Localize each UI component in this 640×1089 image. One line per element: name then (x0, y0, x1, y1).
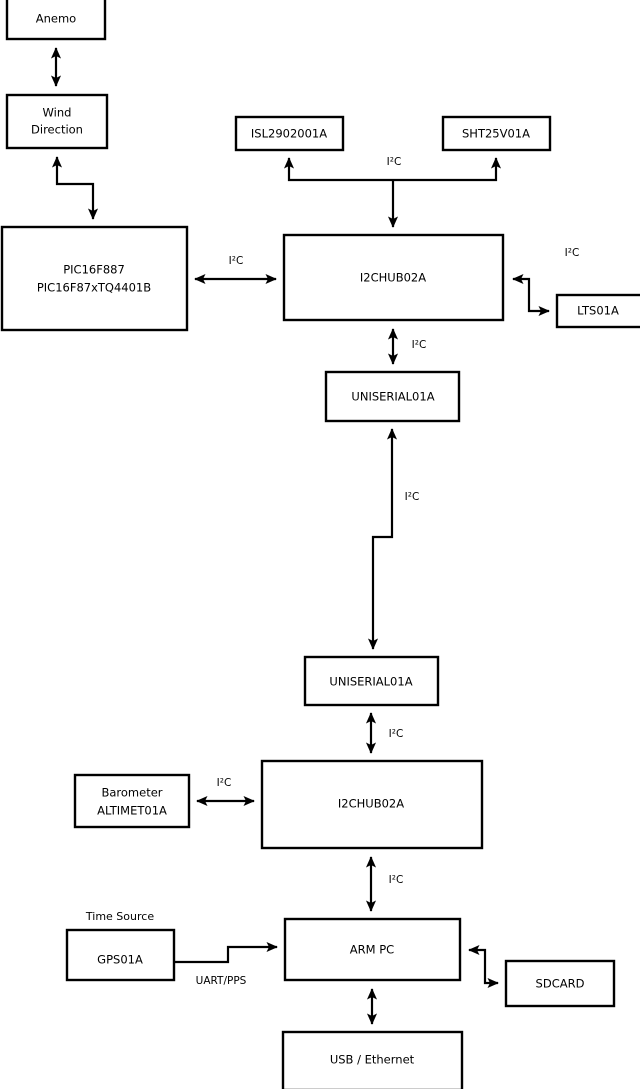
node-lts01a-box (555, 293, 640, 329)
node-barometer-label-line2: ALTIMET01A (97, 804, 167, 818)
node-usb-ethernet-box (281, 1030, 464, 1089)
node-isl2902001a[interactable]: ISL2902001A (234, 115, 345, 152)
node-uniserial01a-bottom-label: UNISERIAL01A (329, 675, 412, 689)
node-anemo-box (5, 0, 107, 41)
node-wind-direction-box (5, 93, 109, 150)
edge-label-uart-pps: UART/PPS (196, 975, 247, 987)
node-usb-ethernet-label: USB / Ethernet (330, 1053, 415, 1067)
label-time-source: Time Source (85, 910, 154, 923)
node-barometer-altimet01a[interactable]: Barometer ALTIMET01A (73, 773, 191, 829)
edge-label-i2c-sensors-top: I²C (387, 156, 402, 168)
node-sht25v01a-label: SHT25V01A (462, 127, 530, 141)
edge-armpc-sdcard (468, 944, 499, 989)
node-anemo-label: Anemo (36, 12, 76, 26)
node-wind-direction[interactable]: Wind Direction (5, 93, 109, 150)
edge-label-i2c-hub2-arm: I²C (389, 874, 404, 886)
node-barometer-label-line1: Barometer (101, 786, 162, 800)
node-uniserial01a-top-label: UNISERIAL01A (351, 390, 434, 404)
node-uniserial01a-top-box (324, 370, 461, 423)
edge-label-i2c-hub-uniserial: I²C (412, 339, 427, 351)
node-i2chub02a-top[interactable]: I2CHUB02A (282, 233, 505, 322)
edge-uniserial-link (367, 428, 398, 650)
node-pic16f887[interactable]: PIC16F887 PIC16F87xTQ4401B (0, 225, 189, 332)
node-sdcard-label: SDCARD (536, 977, 585, 991)
node-uniserial01a-top[interactable]: UNISERIAL01A (324, 370, 461, 423)
node-sht25v01a-box (441, 115, 552, 152)
node-uniserial01a-bottom-box (303, 655, 440, 707)
node-usb-ethernet[interactable]: USB / Ethernet (281, 1030, 464, 1089)
node-lts01a[interactable]: LTS01A (555, 293, 640, 329)
node-sdcard-box (504, 959, 616, 1008)
node-anemo[interactable]: Anemo (5, 0, 107, 41)
node-barometer-box (73, 773, 191, 829)
node-i2chub02a-top-box (282, 233, 505, 322)
edge-winddirection-pic (51, 156, 99, 220)
node-pic16f887-label-line1: PIC16F887 (63, 263, 125, 277)
node-i2chub02a-bottom[interactable]: I2CHUB02A (260, 759, 484, 850)
edge-label-i2c-pic-hub: I²C (229, 255, 244, 267)
node-arm-pc[interactable]: ARM PC (283, 917, 462, 982)
node-wind-direction-label-line1: Wind (43, 106, 72, 120)
node-wind-direction-label-line2: Direction (31, 123, 83, 137)
edge-label-i2c-hub-lts: I²C (565, 247, 580, 259)
node-sdcard[interactable]: SDCARD (504, 959, 616, 1008)
node-pic16f887-box (0, 225, 189, 332)
edge-sensorbus-isl (283, 157, 393, 182)
edge-label-i2c-uniserial-link: I²C (405, 491, 420, 503)
node-isl2902001a-label: ISL2902001A (251, 127, 327, 141)
node-i2chub02a-top-label: I2CHUB02A (360, 271, 426, 285)
edge-sensorbus-sht (393, 157, 502, 182)
node-lts01a-label: LTS01A (577, 304, 619, 318)
node-arm-pc-box (283, 917, 462, 982)
node-i2chub02a-bottom-box (260, 759, 484, 850)
node-isl2902001a-box (234, 115, 345, 152)
node-gps01a[interactable]: GPS01A (65, 928, 176, 982)
edge-gps-armpc (174, 941, 278, 964)
edge-label-i2c-uniserial-hub2: I²C (389, 728, 404, 740)
node-gps01a-box (65, 928, 176, 982)
node-sht25v01a[interactable]: SHT25V01A (441, 115, 552, 152)
node-uniserial01a-bottom[interactable]: UNISERIAL01A (303, 655, 440, 707)
edge-label-i2c-baro-hub2: I²C (217, 777, 232, 789)
edge-hubtop-lts (512, 273, 550, 317)
node-arm-pc-label: ARM PC (350, 943, 394, 957)
node-gps01a-label: GPS01A (97, 953, 143, 967)
node-pic16f887-label-line2: PIC16F87xTQ4401B (37, 281, 151, 295)
node-i2chub02a-bottom-label: I2CHUB02A (338, 797, 404, 811)
